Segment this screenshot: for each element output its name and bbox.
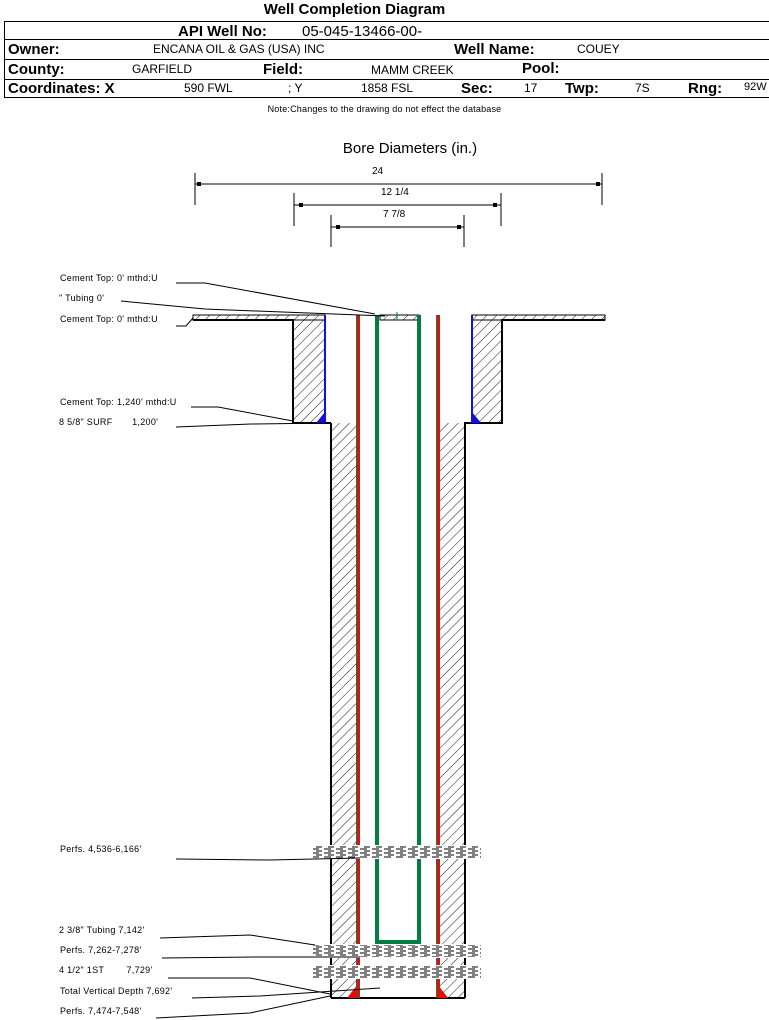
field-label: Field: [263, 61, 303, 78]
perforation-zones [313, 845, 481, 979]
coord-y-value: 1858 FSL [361, 81, 414, 95]
coordinates-row: Coordinates: X 590 FWL ; Y 1858 FSL Sec:… [5, 80, 769, 98]
annotation-perfs-3: Perfs. 7,474-7,548' [60, 1006, 142, 1016]
dimension-12-1-4 [293, 193, 502, 226]
twp-value: 7S [635, 81, 650, 95]
diagram-title: Well Completion Diagram [263, 1, 446, 18]
annotation-production-casing: 4 1/2" 1ST 7,729' [59, 965, 153, 975]
bore-diameter-label: 7 7/8 [383, 209, 406, 220]
coord-x-value: 590 FWL [184, 81, 233, 95]
bore-diameters-title: Bore Diameters (in.) [342, 140, 478, 157]
bore-diameter-label: 12 1/4 [381, 187, 409, 198]
surface-cement [193, 315, 605, 424]
tubing [375, 315, 421, 944]
county-row: County: GARFIELD Field: MAMM CREEK Pool: [5, 60, 769, 80]
disclaimer-note: Note:Changes to the drawing do not effec… [267, 104, 502, 114]
production-casing [356, 315, 440, 998]
bore-diameter-label: 24 [372, 166, 384, 177]
coord-y-label: ; Y [288, 81, 303, 95]
rng-value: 92W [744, 81, 767, 93]
api-value: 05-045-13466-00- [302, 23, 423, 40]
annotation-tubing-top: " Tubing 0' [59, 293, 105, 303]
surface-ledge [192, 312, 606, 321]
sec-label: Sec: [461, 80, 493, 97]
rng-label: Rng: [688, 80, 723, 97]
annotation-cement-top-production: Cement Top: 1,240' mthd:U [60, 397, 177, 407]
well-name-label: Well Name: [454, 41, 535, 58]
well-header-table: API Well No: 05-045-13466-00- Owner: ENC… [4, 21, 769, 98]
annotation-surface-casing: 8 5/8" SURF 1,200' [59, 417, 159, 427]
well-name-value: COUEY [577, 42, 620, 56]
field-value: MAMM CREEK [371, 63, 454, 77]
twp-label: Twp: [565, 80, 599, 97]
annotation-leaders [120, 282, 386, 1019]
dimension-24 [194, 173, 603, 205]
annotation-cement-top-conductor: Cement Top: 0' mthd:U [60, 273, 158, 283]
owner-row: Owner: ENCANA OIL & GAS (USA) INC Well N… [5, 40, 769, 60]
production-cement [330, 423, 466, 999]
annotation-perfs-1: Perfs. 4,536-6,166' [60, 844, 142, 854]
api-row: API Well No: 05-045-13466-00- [5, 22, 769, 40]
api-label: API Well No: [178, 23, 267, 40]
annotation-perfs-2: Perfs. 7,262-7,278' [60, 945, 142, 955]
county-value: GARFIELD [132, 62, 193, 76]
annotation-total-depth: Total Vertical Depth 7,692' [60, 986, 173, 996]
pool-label: Pool: [522, 60, 560, 77]
owner-value: ENCANA OIL & GAS (USA) INC [153, 42, 325, 56]
coordinates-label: Coordinates: X [8, 80, 115, 97]
annotation-tubing-depth: 2 3/8" Tubing 7,142' [59, 925, 145, 935]
sec-value: 17 [524, 81, 538, 95]
county-label: County: [8, 61, 65, 78]
owner-label: Owner: [8, 41, 60, 58]
annotation-cement-top-surface: Cement Top: 0' mthd:U [60, 314, 158, 324]
dimension-7-7-8 [330, 215, 465, 247]
